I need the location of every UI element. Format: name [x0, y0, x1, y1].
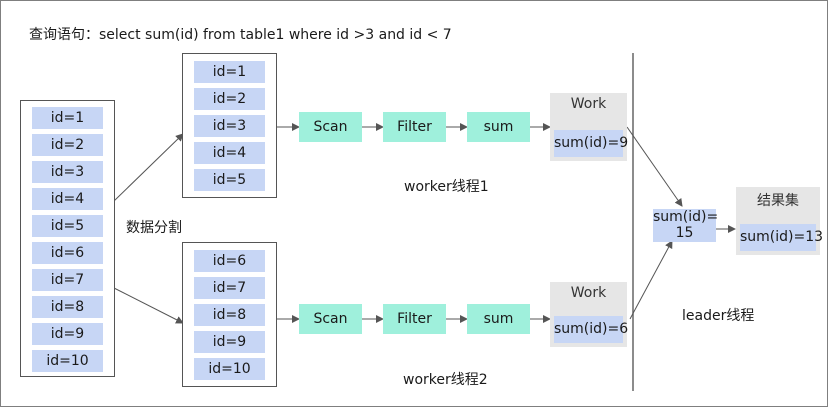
worker2-work-result: sum(id)=6 [554, 316, 628, 343]
arrow-work2-to-leader [629, 240, 673, 320]
source-row: id=7 [32, 269, 103, 291]
worker2-label: worker线程2 [403, 372, 488, 388]
partition-2-row: id=10 [194, 358, 265, 380]
arrow-work1-to-leader [626, 126, 683, 207]
source-row: id=2 [32, 134, 103, 156]
worker1-label: worker线程1 [404, 179, 489, 195]
partition-2-row: id=8 [194, 304, 265, 326]
split-arrow-bottom [113, 287, 184, 324]
source-row: id=4 [32, 188, 103, 210]
leader-label: leader线程 [682, 308, 755, 324]
worker1-work-title: Work [570, 96, 607, 112]
worker1-work-node: Work sum(id)=9 [550, 93, 628, 161]
result-set-node: 结果集 sum(id)=13 [736, 187, 823, 255]
query-title: 查询语句：select sum(id) from table1 where id… [29, 27, 452, 43]
result-set-value: sum(id)=13 [740, 224, 823, 251]
source-row: id=5 [32, 215, 103, 237]
partition-1-row: id=3 [194, 115, 265, 137]
worker2-work-title: Work [570, 285, 607, 301]
split-label: 数据分割 [126, 220, 182, 236]
partition-1-row: id=4 [194, 142, 265, 164]
source-row: id=10 [32, 350, 103, 372]
partition-1-row: id=5 [194, 169, 265, 191]
worker1-scan-step: Scan [299, 112, 362, 142]
leader-sum-node: sum(id)= 15 [653, 209, 719, 242]
partition-1-row: id=1 [194, 61, 265, 83]
split-arrow-top [113, 133, 184, 202]
worker1-filter-step: Filter [383, 112, 446, 142]
source-row: id=9 [32, 323, 103, 345]
worker2-scan-step: Scan [299, 304, 362, 334]
source-row: id=1 [32, 107, 103, 129]
source-row: id=3 [32, 161, 103, 183]
partition-2-row: id=7 [194, 277, 265, 299]
source-row: id=6 [32, 242, 103, 264]
partition-2-row: id=6 [194, 250, 265, 272]
partition-1-row: id=2 [194, 88, 265, 110]
worker2-work-node: Work sum(id)=6 [550, 282, 628, 347]
worker1-sum-step: sum [467, 112, 530, 142]
source-row: id=8 [32, 296, 103, 318]
result-set-title: 结果集 [757, 193, 799, 209]
partition-2-row: id=9 [194, 331, 265, 353]
worker2-filter-step: Filter [383, 304, 446, 334]
worker1-work-result: sum(id)=9 [554, 130, 628, 157]
worker2-sum-step: sum [467, 304, 530, 334]
